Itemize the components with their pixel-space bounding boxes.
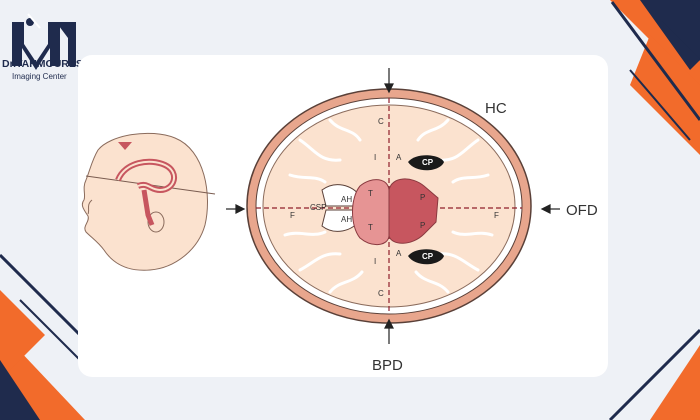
logo-subtitle: Imaging Center — [12, 72, 67, 81]
label-ah-bottom: AH — [341, 215, 352, 224]
label-p-top: P — [420, 193, 425, 202]
label-a-top: A — [396, 153, 402, 162]
label-bpd: BPD — [372, 357, 403, 374]
choroid-plexus-top: CP — [408, 155, 444, 171]
choroid-plexus-bottom: CP — [408, 249, 444, 265]
label-c-bottom: C — [378, 289, 384, 298]
label-c-top: C — [378, 117, 384, 126]
label-f-left: F — [290, 211, 295, 220]
label-ah-top: AH — [341, 195, 352, 204]
bottom-right-decoration — [608, 328, 700, 420]
label-a-bottom: A — [396, 249, 402, 258]
thalamus-right — [388, 178, 439, 244]
label-cp-bottom: CP — [422, 252, 434, 261]
label-cp-top: CP — [422, 158, 434, 167]
bottom-left-decoration — [0, 253, 85, 420]
label-p-bottom: P — [420, 221, 425, 230]
label-i-bottom: I — [374, 257, 376, 266]
label-csp: CSP — [310, 203, 326, 212]
label-hc: HC — [485, 100, 507, 117]
top-right-decoration — [610, 0, 700, 155]
label-i-top: I — [374, 153, 376, 162]
label-ofd: OFD — [566, 202, 598, 219]
sulci — [283, 118, 494, 294]
label-f-right: F — [494, 211, 499, 220]
thalamus-left — [352, 179, 390, 245]
infant-head-illustration — [81, 132, 216, 271]
arrows — [226, 68, 560, 344]
logo-mark — [12, 13, 76, 70]
label-t-bottom: T — [368, 223, 373, 232]
logo-name: Dr.TAHMOURESI — [2, 58, 86, 70]
label-t-top: T — [368, 189, 373, 198]
